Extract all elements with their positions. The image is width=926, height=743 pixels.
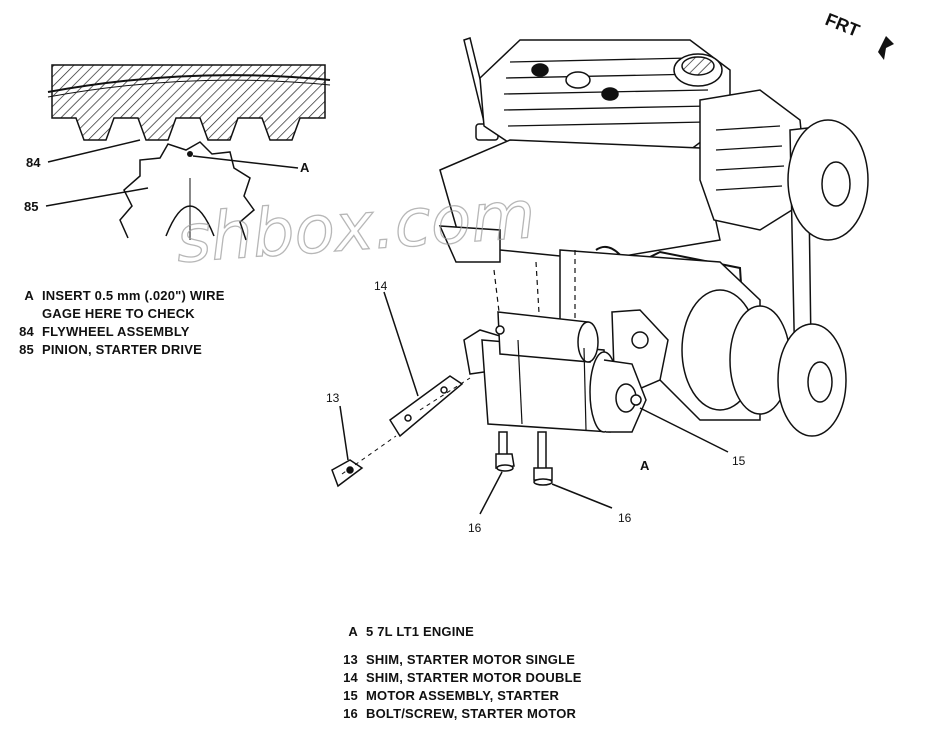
engine-illustration [438, 37, 869, 437]
flywheel-ring-gear [51, 64, 326, 141]
engine-view-label: A [640, 458, 650, 473]
legend-text: SHIM, STARTER MOTOR DOUBLE [366, 670, 582, 685]
legend-code: 13 [343, 652, 358, 667]
legend-code: 15 [343, 688, 358, 703]
starter-motor [463, 311, 647, 433]
frt-arrow-icon [878, 36, 894, 60]
legend-left-row: 84 FLYWHEEL ASSEMBLY [12, 324, 190, 339]
callout-a: A [300, 160, 310, 175]
legend-code: 14 [343, 670, 358, 685]
legend-bottom-row: 16 BOLT/SCREW, STARTER MOTOR [336, 706, 576, 721]
front-direction-marker: FRT [823, 9, 894, 60]
legend-left-row: GAGE HERE TO CHECK [12, 306, 195, 321]
flywheel-pinion-detail: 84 85 A [24, 64, 331, 241]
legend-left-row: A INSERT 0.5 mm (.020") WIRE [12, 288, 225, 303]
legend-text: PINION, STARTER DRIVE [42, 342, 202, 357]
alternator [699, 89, 809, 231]
legend-code: A [24, 288, 34, 303]
legend-bottom-row: 13 SHIM, STARTER MOTOR SINGLE [336, 652, 575, 667]
callout-14: 14 [374, 279, 388, 293]
callouts: 14 13 15 16 16 A [326, 279, 746, 535]
frt-label: FRT [823, 9, 863, 41]
legend-bottom-row: 15 MOTOR ASSEMBLY, STARTER [336, 688, 559, 703]
legend-code: 85 [19, 342, 34, 357]
starter-bolt-left [495, 431, 515, 472]
callout-16-left: 16 [468, 521, 482, 535]
legend-text: SHIM, STARTER MOTOR SINGLE [366, 652, 576, 667]
legend-code: A [348, 624, 358, 639]
legend-text: GAGE HERE TO CHECK [42, 306, 195, 321]
legend-left-row: 85 PINION, STARTER DRIVE [12, 342, 202, 357]
callout-85: 85 [24, 199, 38, 214]
shim-double [388, 375, 464, 438]
callout-84: 84 [26, 155, 41, 170]
callout-15: 15 [732, 454, 746, 468]
legend-text: BOLT/SCREW, STARTER MOTOR [366, 706, 577, 721]
legend-text: 5 7L LT1 ENGINE [366, 624, 474, 639]
legend-code: 84 [19, 324, 34, 339]
callout-13: 13 [326, 391, 340, 405]
legend-code: 16 [343, 706, 358, 721]
callout-85-leader [45, 187, 149, 207]
shim-single [331, 459, 364, 488]
legend-text: FLYWHEEL ASSEMBLY [42, 324, 190, 339]
starter-bolt-right [533, 431, 553, 486]
legend-text: MOTOR ASSEMBLY, STARTER [366, 688, 560, 703]
legend-bottom-row: A 5 7L LT1 ENGINE [336, 624, 474, 639]
legend-bottom-row: 14 SHIM, STARTER MOTOR DOUBLE [336, 670, 582, 685]
callout-16-right: 16 [618, 511, 632, 525]
callout-84-leader [47, 139, 141, 163]
callout-a-leader [192, 155, 299, 169]
legend-text: INSERT 0.5 mm (.020") WIRE [42, 288, 225, 303]
